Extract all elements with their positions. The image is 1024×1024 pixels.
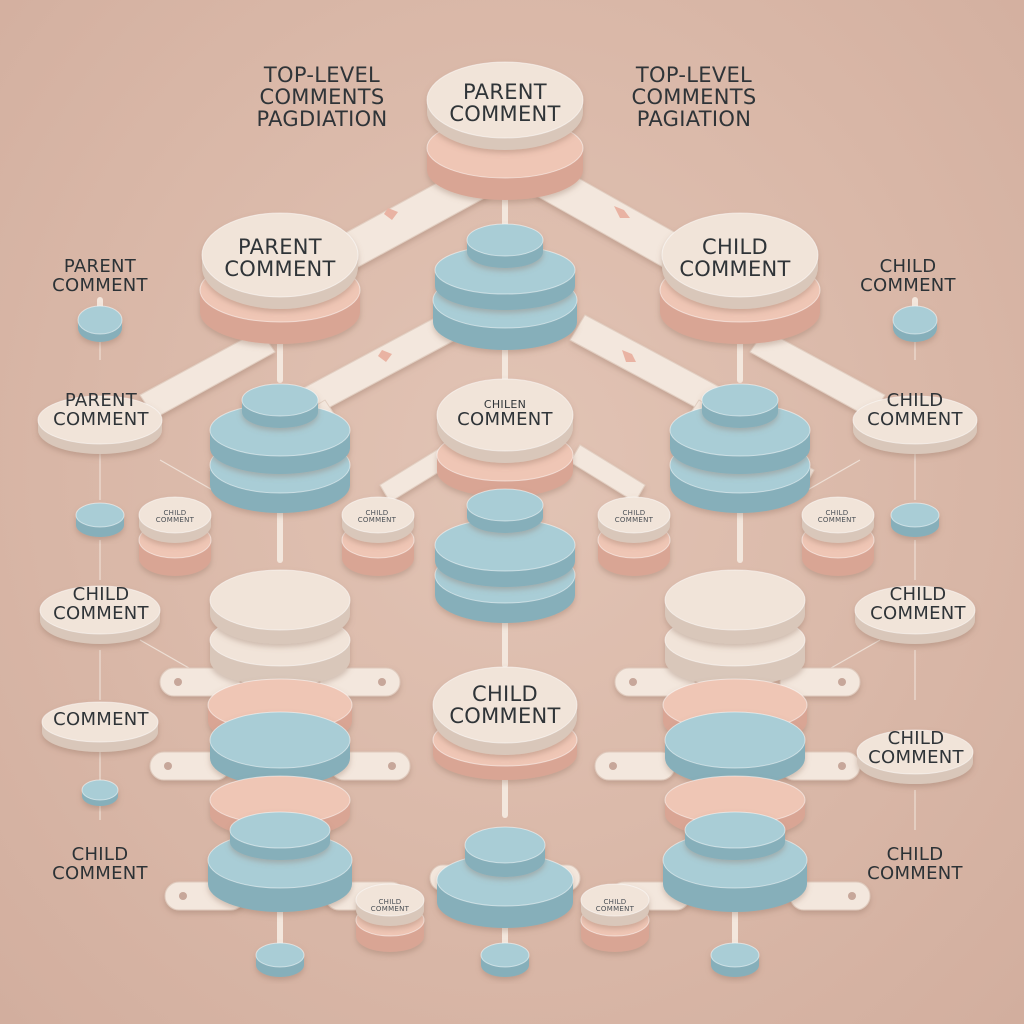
stack-disc [467, 489, 543, 533]
side-label-line: COMMENT [38, 605, 164, 624]
side-label-line: COMMENT [855, 605, 981, 624]
caption-line: PAGIATION [604, 108, 784, 130]
right-label-c: CHILD COMMENT [855, 586, 981, 624]
tiny-label-t1: CHILD COMMENT [140, 510, 210, 525]
left-label-c: CHILD COMMENT [38, 586, 164, 624]
stack-disc [891, 503, 939, 537]
node-label-line: COMMENT [665, 258, 805, 280]
node-label-line: CHILD [435, 683, 575, 705]
side-label-line: COMMENT [852, 411, 978, 430]
middle-node-label: CHILEN COMMENT [440, 399, 570, 429]
stack-disc [665, 570, 805, 644]
tiny-label-t2: CHILD COMMENT [342, 510, 412, 525]
left-label-a: PARENT COMMENT [30, 258, 170, 296]
stack-disc [685, 812, 785, 860]
caption-line: COMMENTS [604, 86, 784, 108]
tiny-label-t4: CHILD COMMENT [802, 510, 872, 525]
node-label-line: COMMENT [435, 103, 575, 125]
left-label-d: COMMENT [38, 711, 164, 730]
side-label-line: COMMENT [838, 277, 978, 296]
node-label-line: COMMENT [210, 258, 350, 280]
node-label-line: CHILD [665, 236, 805, 258]
right-label-d: CHILD COMMENT [853, 730, 979, 768]
stack-disc [481, 943, 529, 977]
stack-disc [465, 827, 545, 877]
node-label-line: COMMENT [435, 705, 575, 727]
tiny-label-line: COMMENT [802, 517, 872, 524]
tiny-label-line: COMMENT [342, 517, 412, 524]
stack-disc [702, 384, 778, 428]
stack-disc [76, 503, 124, 537]
tiny-label-t5: CHILD COMMENT [355, 899, 425, 914]
side-label-line: COMMENT [38, 711, 164, 730]
root-node-label: PARENT COMMENT [435, 81, 575, 125]
tiny-label-line: COMMENT [580, 906, 650, 913]
tiny-label-line: COMMENT [355, 906, 425, 913]
caption-line: TOP-LEVEL [604, 64, 784, 86]
tiny-label-line: COMMENT [599, 517, 669, 524]
side-label-line: COMMENT [845, 865, 985, 884]
side-label-line: COMMENT [30, 277, 170, 296]
stack-disc [230, 812, 330, 860]
upper-left-node-label: PARENT COMMENT [210, 236, 350, 280]
side-label-line: COMMENT [853, 749, 979, 768]
stack-disc [210, 712, 350, 786]
tiny-label-line: COMMENT [140, 517, 210, 524]
stack-disc [665, 712, 805, 786]
side-label-line: COMMENT [38, 411, 164, 430]
node-label-line: PARENT [435, 81, 575, 103]
left-label-e: CHILD COMMENT [30, 846, 170, 884]
stack-disc [893, 306, 937, 342]
stack-disc [256, 943, 304, 977]
left-label-b: PARENT COMMENT [38, 392, 164, 430]
caption-line: COMMENTS [232, 86, 412, 108]
stack-disc [82, 780, 118, 806]
right-label-a: CHILD COMMENT [838, 258, 978, 296]
stack-disc [78, 306, 122, 342]
right-label-b: CHILD COMMENT [852, 392, 978, 430]
tiny-label-t3: CHILD COMMENT [599, 510, 669, 525]
caption-top-right: TOP-LEVEL COMMENTS PAGIATION [604, 64, 784, 130]
right-label-e: CHILD COMMENT [845, 846, 985, 884]
tiny-label-t6: CHILD COMMENT [580, 899, 650, 914]
caption-top-left: TOP-LEVEL COMMENTS PAGDIATION [232, 64, 412, 130]
caption-line: PAGDIATION [232, 108, 412, 130]
stack-disc [711, 943, 759, 977]
stack-disc [210, 570, 350, 644]
caption-line: TOP-LEVEL [232, 64, 412, 86]
node-label-line: PARENT [210, 236, 350, 258]
node-label-line: COMMENT [440, 411, 570, 430]
lower-center-node-label: CHILD COMMENT [435, 683, 575, 727]
upper-right-node-label: CHILD COMMENT [665, 236, 805, 280]
stack-disc [242, 384, 318, 428]
side-label-line: COMMENT [30, 865, 170, 884]
stack-disc [467, 224, 543, 268]
